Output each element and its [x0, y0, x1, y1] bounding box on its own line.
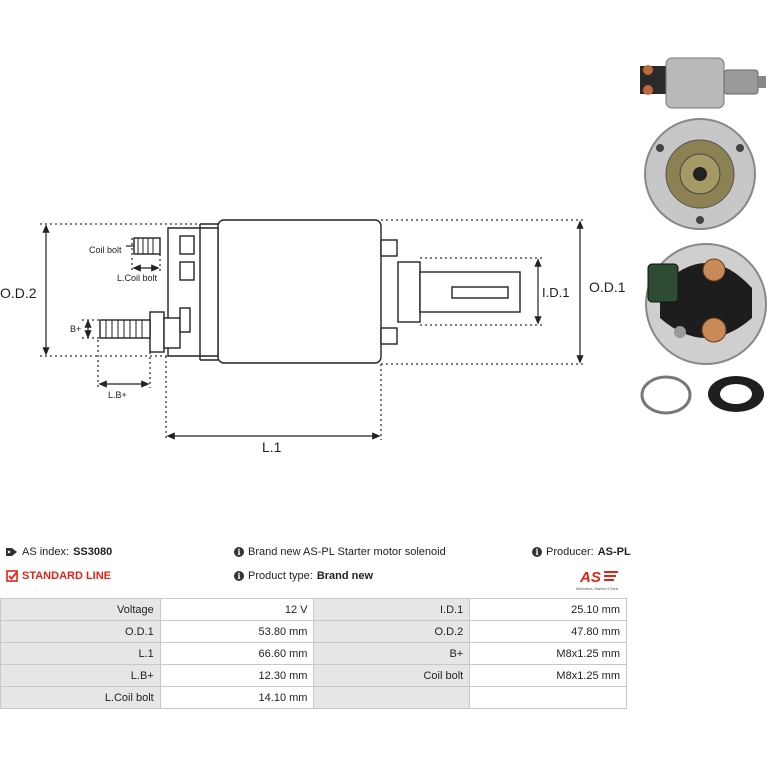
description: i Brand new AS-PL Starter motor solenoid	[234, 546, 446, 558]
info-icon: i	[234, 547, 244, 557]
photo-accessories	[640, 375, 764, 415]
product-type: i Product type: Brand new	[234, 570, 373, 582]
id1-label: I.D.1	[542, 285, 569, 300]
spec-value: 47.80 mm	[469, 620, 627, 643]
svg-text:Alternators, Starters & Parts: Alternators, Starters & Parts	[576, 587, 619, 591]
od1-label: O.D.1	[589, 279, 626, 295]
od2-label: O.D.2	[0, 285, 37, 301]
solenoid-dimension-diagram: O.D.2 O.D.1 I.D.1 L.1 L.B+ B+ Coil bolt …	[0, 219, 626, 455]
spec-label: O.D.1	[0, 620, 161, 643]
spec-label: L.Coil bolt	[0, 686, 161, 709]
producer-label: Producer:	[546, 546, 594, 558]
bplus-label: B+	[70, 324, 81, 334]
info-icon: i	[532, 547, 542, 557]
description-text: Brand new AS-PL Starter motor solenoid	[248, 546, 446, 558]
photo-front-view	[644, 118, 756, 230]
as-index-value: SS3080	[73, 546, 113, 558]
product-info: AS index: SS3080 STANDARD LINE i Brand n…	[0, 540, 640, 596]
photo-rear-view	[645, 243, 767, 365]
spec-label: O.D.2	[313, 620, 471, 643]
l1-label: L.1	[262, 439, 282, 455]
l-coil-bolt-label: L.Coil bolt	[117, 273, 158, 283]
info-icon: i	[234, 571, 244, 581]
spec-value: 14.10 mm	[159, 686, 315, 709]
as-pl-logo: AS Alternators, Starters & Parts	[576, 569, 619, 591]
spec-label: L.1	[0, 642, 161, 665]
spec-value: M8x1.25 mm	[469, 664, 627, 687]
spec-label: L.B+	[0, 664, 161, 687]
product-line-label: STANDARD LINE	[22, 570, 112, 582]
product-photos	[640, 57, 767, 415]
product-type-label: Product type:	[248, 570, 313, 582]
photo-side-view	[640, 57, 766, 109]
spec-value: 12.30 mm	[159, 664, 315, 687]
spec-value: 12 V	[159, 598, 315, 621]
solenoid-body	[217, 219, 382, 364]
spec-value: 25.10 mm	[469, 598, 627, 621]
producer-value: AS-PL	[597, 546, 631, 558]
as-index-label: AS index:	[22, 546, 70, 558]
coil-bolt-label: Coil bolt	[89, 245, 122, 255]
spec-label: Voltage	[0, 598, 161, 621]
spec-value	[469, 686, 627, 709]
product-line: STANDARD LINE	[6, 570, 111, 582]
producer: i Producer: AS-PL	[532, 546, 631, 558]
spec-label: B+	[313, 642, 471, 665]
spec-label: I.D.1	[313, 598, 471, 621]
spec-value: 53.80 mm	[159, 620, 315, 643]
lb-label: L.B+	[108, 390, 127, 400]
checkbox-checked-icon	[6, 570, 18, 582]
spec-value: 66.60 mm	[159, 642, 315, 665]
tag-icon	[6, 547, 18, 557]
spec-label: Coil bolt	[313, 664, 471, 687]
as-index: AS index: SS3080	[6, 546, 112, 558]
svg-text:AS: AS	[579, 569, 601, 586]
spec-value: M8x1.25 mm	[469, 642, 627, 665]
spec-label	[313, 686, 471, 709]
product-type-value: Brand new	[316, 570, 374, 582]
